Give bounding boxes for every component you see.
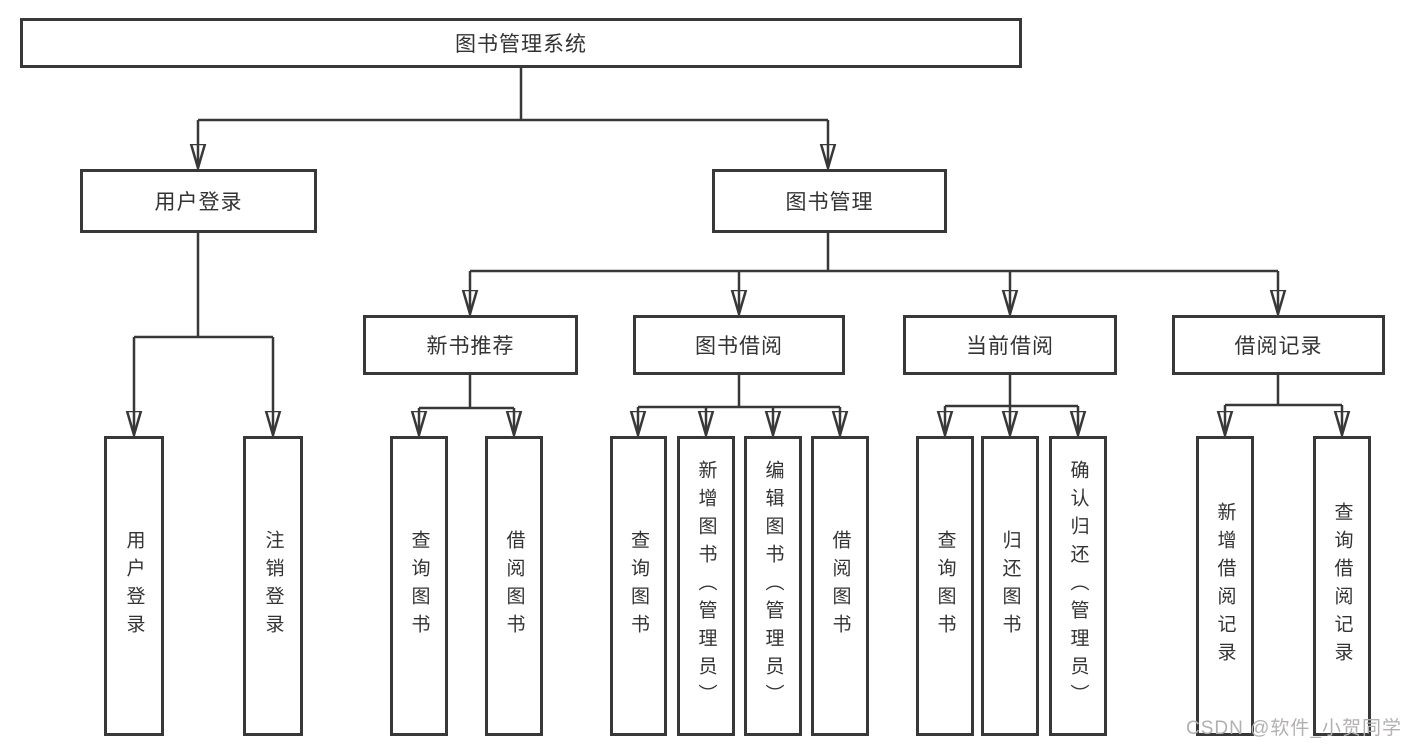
leaf-query-borrow-record: 查询借阅记录	[1313, 436, 1371, 736]
node-user-login: 用户登录	[80, 169, 317, 233]
leaf-label: 查询图书	[934, 530, 956, 642]
leaf-logout: 注销登录	[243, 436, 303, 736]
csdn-watermark: CSDN @软件_小贺同学	[1186, 718, 1402, 739]
leaf-query-books: 查询图书	[916, 436, 974, 736]
node-library-management-system: 图书管理系统	[20, 18, 1022, 68]
leaf-label: 新增图书（管理员）	[695, 460, 717, 712]
leaf-query-books: 查询图书	[390, 436, 448, 736]
leaf-user-login: 用户登录	[104, 436, 164, 736]
node-book-borrowing: 图书借阅	[633, 315, 845, 375]
leaf-return-books: 归还图书	[981, 436, 1039, 736]
leaf-label: 注销登录	[262, 530, 284, 642]
leaf-label: 新增借阅记录	[1214, 502, 1236, 670]
leaf-label: 查询图书	[408, 530, 430, 642]
leaf-query-books: 查询图书	[610, 436, 667, 736]
leaf-label: 编辑图书（管理员）	[762, 460, 784, 712]
leaf-label: 查询借阅记录	[1331, 502, 1353, 670]
node-label: 当前借阅	[966, 335, 1054, 358]
node-label: 用户登录	[154, 191, 243, 214]
node-label: 图书管理系统	[455, 33, 587, 56]
leaf-borrow-books: 借阅图书	[811, 436, 869, 736]
node-label: 图书借阅	[695, 335, 783, 358]
leaf-label: 借阅图书	[829, 530, 851, 642]
node-book-management: 图书管理	[712, 169, 947, 233]
node-label: 图书管理	[785, 191, 874, 214]
node-new-book-recommendation: 新书推荐	[363, 315, 578, 375]
leaf-add-borrow-record: 新增借阅记录	[1196, 436, 1254, 736]
leaf-edit-book-admin: 编辑图书（管理员）	[744, 436, 802, 736]
node-current-borrowing: 当前借阅	[903, 315, 1117, 375]
leaf-label: 归还图书	[999, 530, 1021, 642]
leaf-label: 查询图书	[628, 530, 649, 642]
leaf-label: 确认归还（管理员）	[1067, 460, 1089, 712]
node-label: 借阅记录	[1234, 335, 1323, 358]
leaf-label: 借阅图书	[503, 530, 525, 642]
leaf-confirm-return-admin: 确认归还（管理员）	[1049, 436, 1107, 736]
leaf-label: 用户登录	[123, 530, 145, 642]
node-label: 新书推荐	[426, 335, 515, 358]
leaf-add-book-admin: 新增图书（管理员）	[677, 436, 735, 736]
node-borrowing-records: 借阅记录	[1172, 315, 1385, 375]
leaf-borrow-books: 借阅图书	[485, 436, 543, 736]
